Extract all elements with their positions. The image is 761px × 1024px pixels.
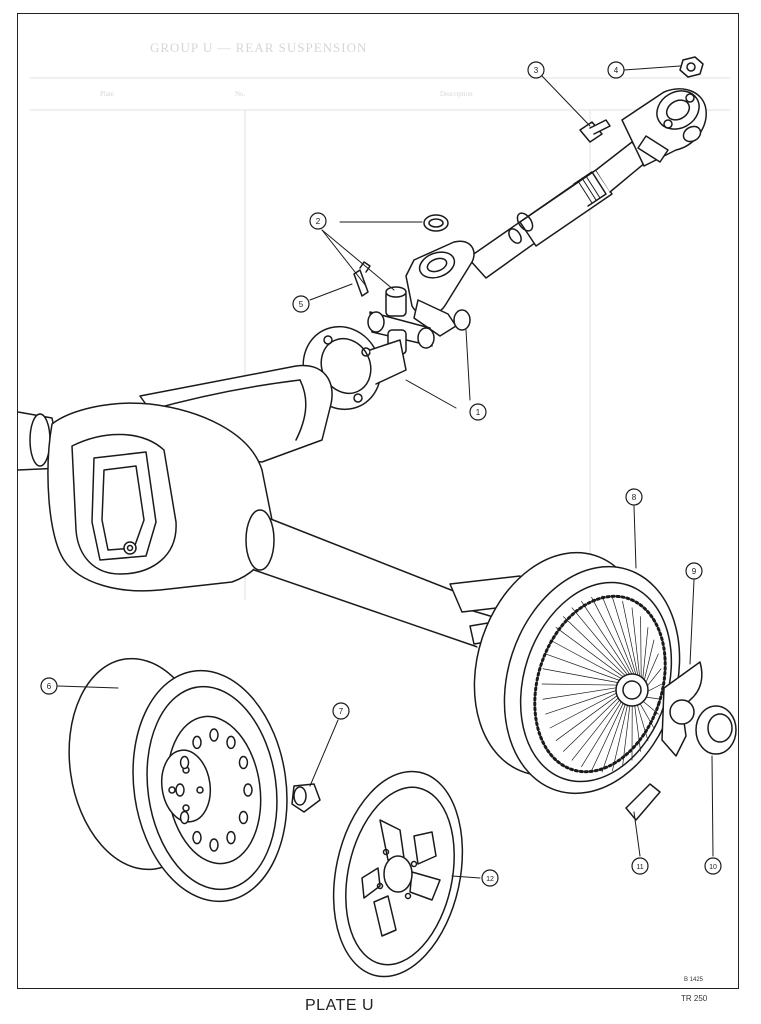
callout-3: 3 bbox=[527, 61, 545, 79]
callout-9: 9 bbox=[685, 562, 703, 580]
leader-lines bbox=[57, 65, 714, 879]
callout-12: 12 bbox=[481, 869, 499, 887]
grease-nipple bbox=[353, 261, 371, 297]
bleed-through-title: GROUP U — REAR SUSPENSION bbox=[150, 40, 368, 55]
plate-border bbox=[17, 13, 739, 989]
callout-1: 1 bbox=[469, 403, 487, 421]
callout-5: 5 bbox=[292, 295, 310, 313]
callout-10-label: 10 bbox=[709, 864, 717, 871]
bleed-through-column-description: Description bbox=[440, 90, 473, 98]
callout-7: 7 bbox=[332, 702, 350, 720]
sheet-reference: TR 250 bbox=[681, 994, 708, 1003]
knock-on-spinner bbox=[661, 661, 703, 757]
callout-6-label: 6 bbox=[47, 682, 52, 691]
propeller-shaft bbox=[405, 88, 707, 337]
bleed-through-column-plate: Plate bbox=[100, 90, 114, 98]
flange-nut bbox=[679, 56, 704, 78]
callout-9-label: 9 bbox=[692, 567, 697, 576]
bleed-through-column-no: No. bbox=[235, 90, 246, 98]
wire-spokes bbox=[541, 595, 663, 773]
flange-bolt bbox=[579, 119, 611, 143]
wheel-trim bbox=[332, 770, 464, 978]
vent-holes bbox=[175, 728, 253, 852]
callout-10: 10 bbox=[704, 857, 722, 875]
callout-8-label: 8 bbox=[632, 493, 637, 502]
callout-6: 6 bbox=[40, 677, 58, 695]
plate-title: PLATE U bbox=[305, 997, 374, 1014]
pinion-flange bbox=[302, 325, 407, 411]
callout-2-label: 2 bbox=[316, 217, 321, 226]
callouts: 1 2 3 4 5 6 7 8 bbox=[40, 61, 722, 887]
callout-5-label: 5 bbox=[299, 300, 304, 309]
wheel-nut bbox=[291, 783, 321, 813]
drawing-number: B 1425 bbox=[684, 977, 704, 983]
callout-11: 11 bbox=[631, 857, 649, 875]
callout-11-label: 11 bbox=[636, 864, 643, 871]
callout-4-label: 4 bbox=[614, 66, 619, 75]
callout-12-label: 12 bbox=[486, 876, 494, 883]
differential-housing bbox=[17, 364, 531, 661]
wire-wheel bbox=[473, 551, 681, 795]
callout-1-label: 1 bbox=[476, 408, 481, 417]
spinner-ear bbox=[625, 783, 661, 821]
hub-nut bbox=[695, 705, 737, 755]
callout-2: 2 bbox=[309, 212, 327, 230]
circlip bbox=[423, 214, 449, 232]
callout-4: 4 bbox=[607, 61, 625, 79]
disc-wheel bbox=[68, 657, 288, 903]
callout-7-label: 7 bbox=[339, 707, 344, 716]
callout-3-label: 3 bbox=[534, 66, 539, 75]
callout-8: 8 bbox=[625, 488, 643, 506]
